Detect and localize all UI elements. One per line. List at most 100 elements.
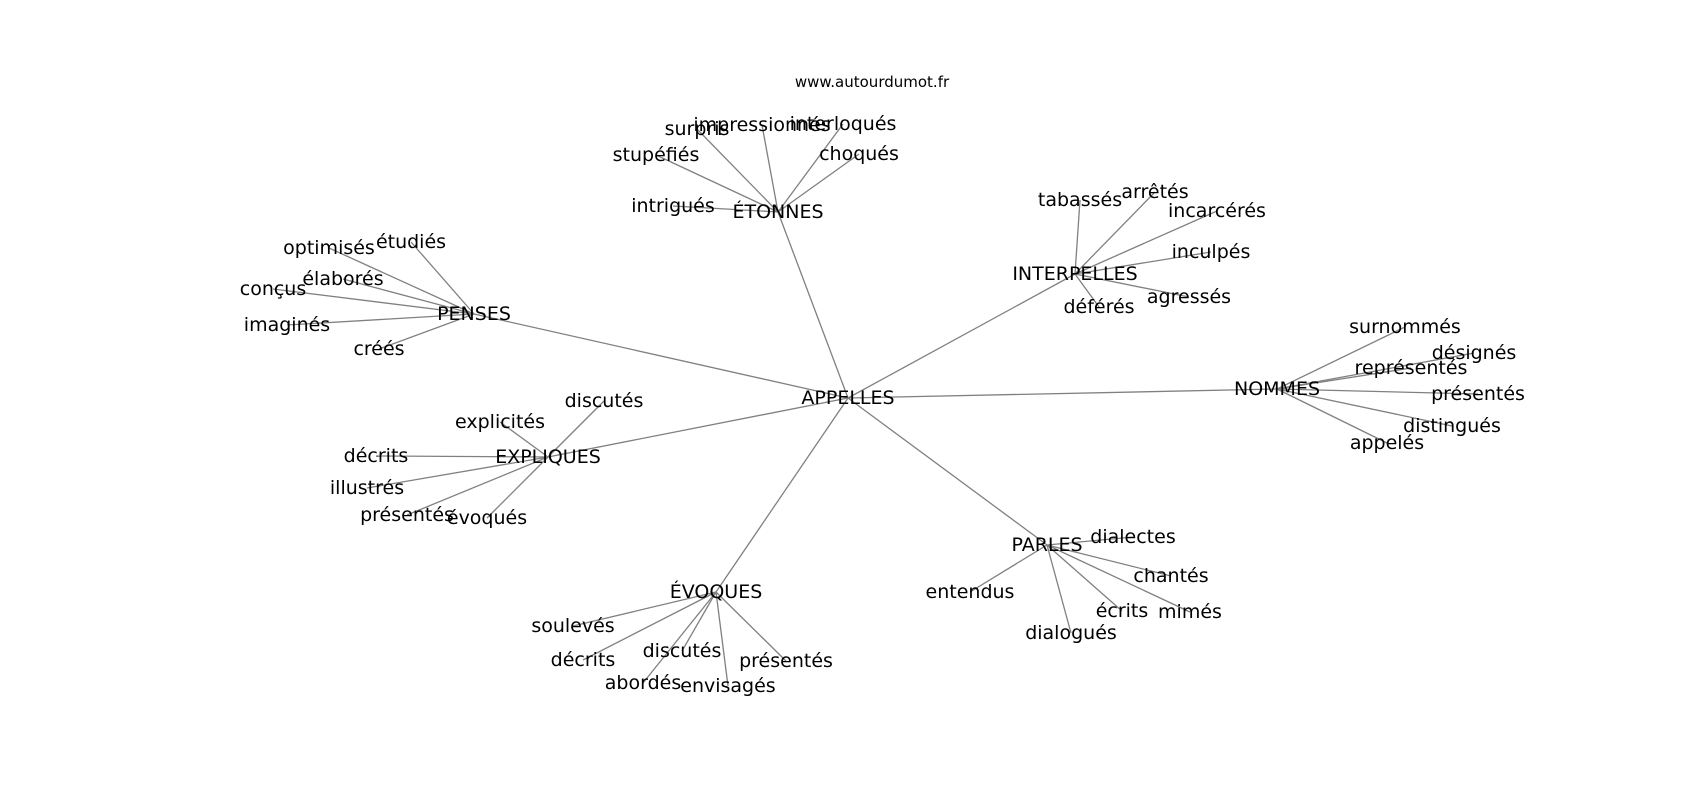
edge-hub-to-word [366,456,549,489]
hub-node-label: INTERPELLES [1012,263,1137,285]
edge-hub-to-word [672,205,779,213]
word-node-label: déférés [1063,296,1134,318]
word-node-label: discutés [643,640,722,662]
edge-hub-to-word [696,128,779,213]
word-node-label: stupéfiés [613,144,700,166]
edge-hub-to-word [642,591,717,684]
edge-hub-to-word [582,591,717,661]
edge-hub-to-word [1276,388,1453,427]
edge-hub-to-word [572,591,717,627]
edge-hub-to-word [1046,544,1072,634]
word-node-label: illustrés [330,477,404,499]
edge-hub-to-word [1046,544,1172,577]
word-node-label: conçus [240,278,307,300]
edge-hub-to-word [715,591,729,687]
edges-layer [272,123,1479,687]
hub-node-label: PARLES [1011,534,1082,556]
word-node-label: dialectes [1090,526,1175,548]
edge-hub-to-word [1276,326,1406,390]
edge-hub-to-word [1046,536,1134,546]
edge-hub-to-word [1074,273,1100,308]
edge-hub-to-word [1276,352,1475,390]
edge-hub-to-word [286,313,475,326]
edge-hub-to-word [1276,367,1412,390]
edge-center-to-hub [847,273,1076,399]
source-label: www.autourdumot.fr [795,73,950,91]
edge-center-to-hub [473,313,849,399]
word-node-label: impressionnés [693,114,830,136]
edge-hub-to-word [406,456,549,516]
edge-hub-to-word [375,455,549,458]
edge-hub-to-word [715,591,787,662]
word-node-label: envisagés [680,675,775,697]
word-node-label: présentés [739,650,833,672]
edge-center-to-hub [547,397,849,458]
word-node-label: chantés [1133,565,1208,587]
word-node-label: distingués [1403,415,1501,437]
edge-hub-to-word [378,313,475,350]
word-node-label: surnommés [1349,316,1461,338]
edge-hub-to-word [1074,251,1212,275]
edge-hub-to-word [486,456,549,519]
edge-hub-to-word [1046,544,1123,612]
word-node-label: présentés [360,504,454,526]
word-node-label: décrits [551,649,616,671]
word-node-label: soulevés [531,615,614,637]
edge-hub-to-word [499,421,549,458]
word-node-label: arrêtés [1121,181,1188,203]
hub-node-label: ÉVOQUES [670,580,763,603]
word-node-label: tabassés [1038,189,1122,211]
hub-node-label: NOMMES [1234,378,1320,400]
hub-node-label: ÉTONNES [732,200,823,223]
edge-hub-to-word [777,153,860,213]
edge-hub-to-word [1276,388,1479,395]
word-node-label: intrigués [631,195,715,217]
word-node-label: dialogués [1025,622,1117,644]
edge-hub-to-word [655,154,779,213]
edge-hub-to-word [761,124,779,213]
word-node-label: présentés [1431,383,1525,405]
word-node-label: représentés [1355,357,1468,379]
edge-center-to-hub [847,388,1278,399]
edge-hub-to-word [410,241,475,315]
word-node-label: incarcérés [1168,200,1266,222]
word-node-label: désignés [1432,342,1517,364]
edge-hub-to-word [1074,199,1081,275]
word-node-label: appelés [1350,432,1424,454]
labels-layer: APPELLES ÉTONNES surprisimpressionnésinter… [240,113,1525,697]
edge-hub-to-word [1046,544,1191,613]
word-node-label: entendus [926,581,1015,603]
word-node-label: créés [353,338,404,360]
word-node-label: décrits [344,445,409,467]
edge-hub-to-word [342,278,475,315]
word-node-label: discutés [565,390,644,412]
hub-node-label: EXPLIQUES [495,446,601,468]
edge-hub-to-word [272,288,475,315]
edge-hub-to-word [777,123,844,213]
hub-node-label: PENSES [437,303,511,325]
word-node-label: abordés [605,672,681,694]
word-node-label: étudiés [376,231,446,253]
word-node-label: agressés [1147,286,1231,308]
word-node-label: explicités [455,411,545,433]
word-node-label: élaborés [302,268,383,290]
edge-center-to-hub [777,211,849,399]
word-node-label: imaginés [244,314,330,336]
word-node-label: surpris [665,118,730,140]
edge-hub-to-word [1074,210,1218,275]
word-node-label: optimisés [283,237,375,259]
word-node-label: écrits [1096,600,1149,622]
edge-hub-to-word [969,544,1048,593]
word-node-label: choqués [819,143,899,165]
edge-hub-to-word [1276,388,1388,444]
edge-center-to-hub [847,397,1048,546]
word-node-label: interloqués [790,113,897,135]
center-node-label: APPELLES [801,387,894,409]
edge-hub-to-word [1074,191,1156,275]
edge-hub-to-word [1074,273,1190,298]
word-node-label: inculpés [1172,241,1251,263]
word-node-label: évoqués [447,507,527,529]
edge-hub-to-word [328,247,475,315]
edge-hub-to-word [547,400,605,458]
